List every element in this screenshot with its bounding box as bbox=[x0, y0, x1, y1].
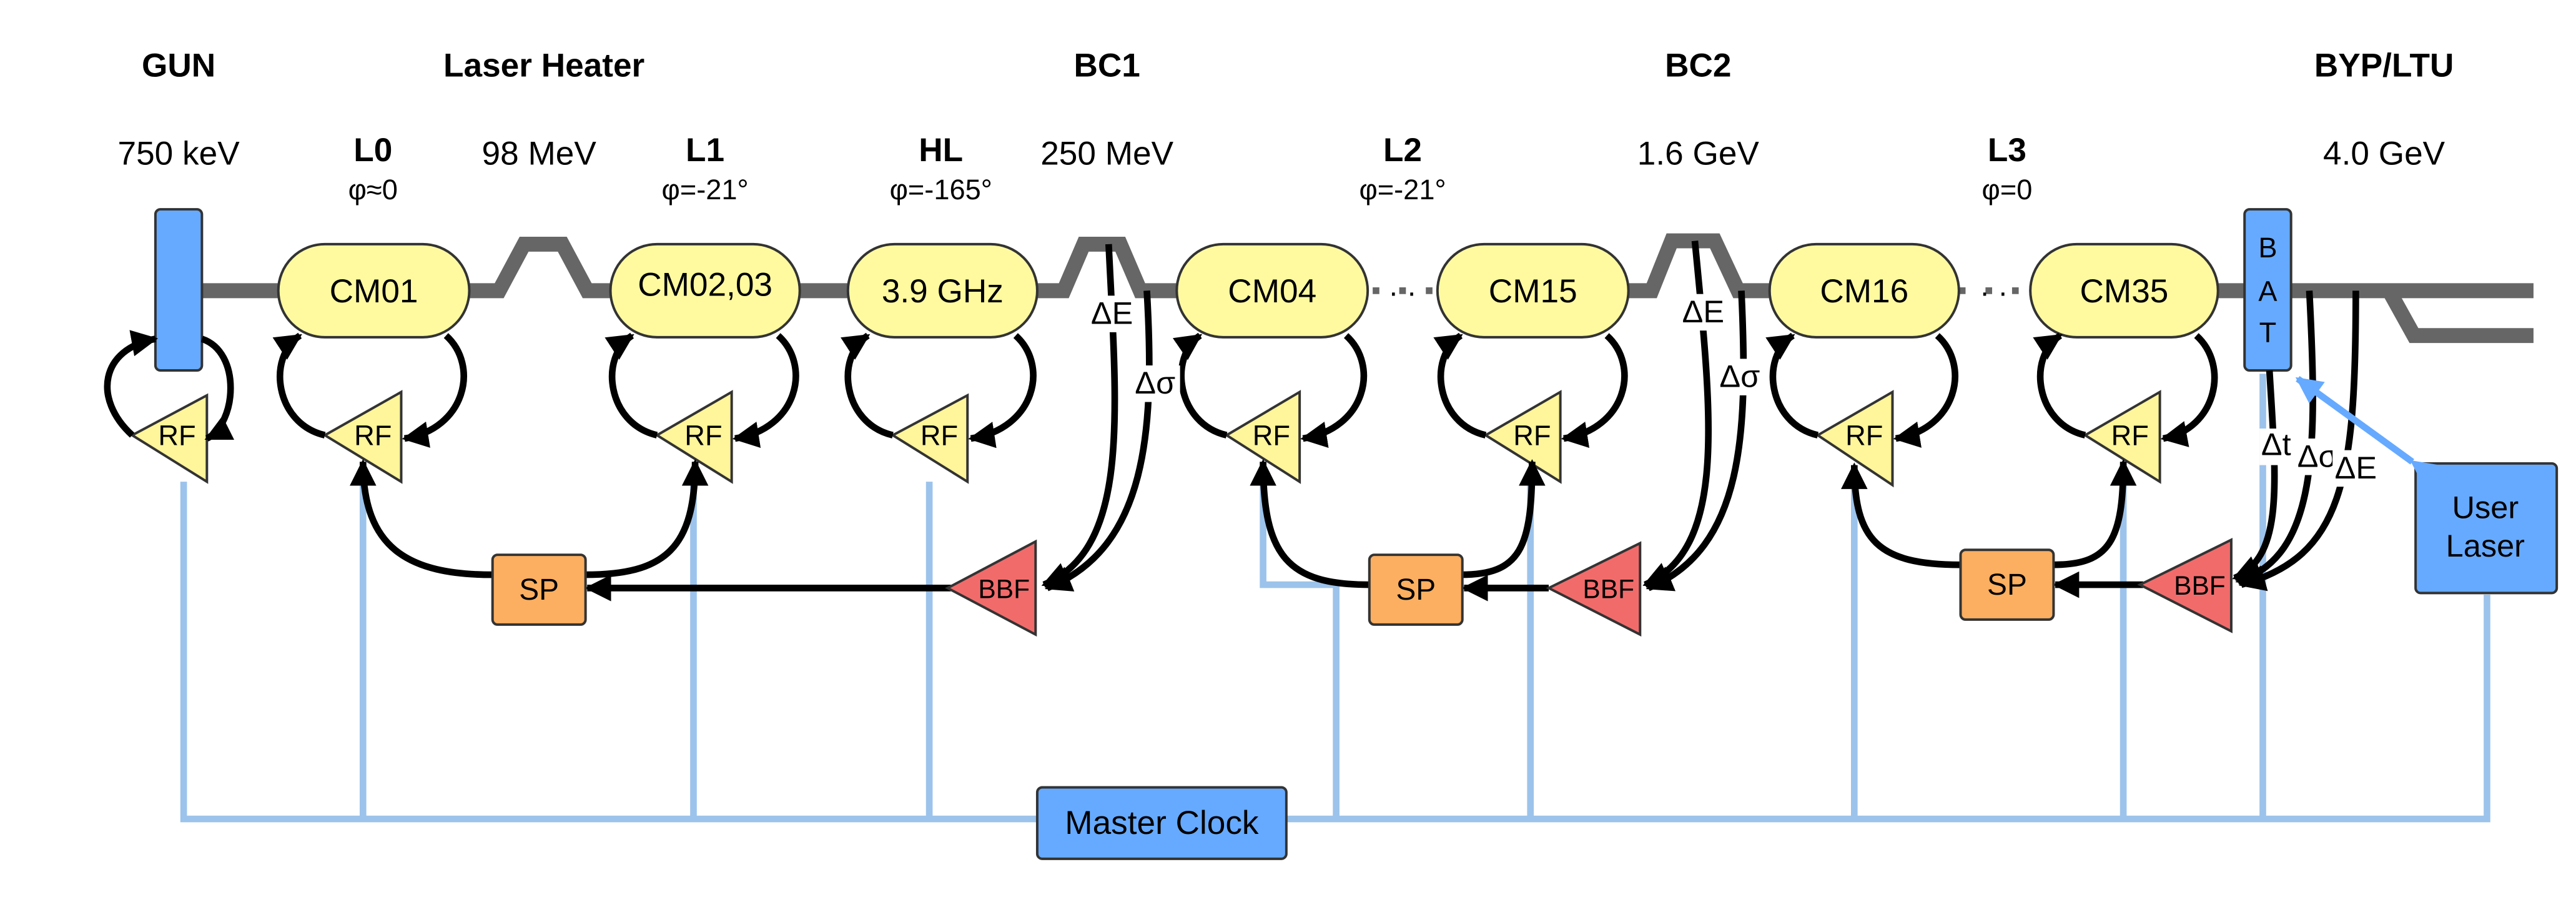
rf-loops bbox=[104, 330, 2218, 448]
bc2-delta-sigma: Δσ bbox=[1719, 359, 1760, 394]
rf-amplifier-gun: RF bbox=[129, 393, 209, 484]
sp1-label: SP bbox=[519, 573, 559, 607]
linac-l1-phase: φ=-21° bbox=[662, 174, 749, 206]
bbf-block-ltu: BBF bbox=[2137, 538, 2233, 633]
rf-amplifier-l1: RF bbox=[654, 390, 733, 484]
rf-amplifier-hl: RF bbox=[890, 393, 969, 484]
bc2-delta-e: ΔE bbox=[1682, 294, 1724, 329]
linac-l0-phase: φ≈0 bbox=[348, 174, 398, 206]
cm15-label: CM15 bbox=[1489, 273, 1577, 310]
rf-hl-label: RF bbox=[920, 420, 958, 452]
ltu-delta-e: ΔE bbox=[2335, 450, 2377, 485]
rf-cm35-label: RF bbox=[2111, 420, 2149, 452]
rf-cm04-label: RF bbox=[1253, 420, 1290, 452]
energy-lh: 98 MeV bbox=[482, 135, 597, 172]
energy-gun: 750 keV bbox=[118, 135, 240, 172]
ellipsis-l2: · · bbox=[1388, 276, 1416, 309]
gun-header: GUN bbox=[142, 47, 215, 84]
sp-block-1: SP bbox=[491, 553, 587, 626]
master-clock-box: Master Clock bbox=[1035, 786, 1288, 860]
cryomodule-cm01: CM01 bbox=[277, 242, 471, 339]
ltu-delta-t: Δt bbox=[2261, 427, 2291, 462]
bbf3-label: BBF bbox=[2174, 571, 2226, 601]
hl-label: 3.9 GHz bbox=[882, 273, 1004, 310]
linac-l0-name: L0 bbox=[353, 132, 392, 169]
bbf2-label: BBF bbox=[1582, 574, 1634, 604]
bat-monitor: B A T bbox=[2243, 208, 2292, 372]
ltu-delta-sigma: Δσ bbox=[2297, 438, 2338, 473]
clock-distribution bbox=[180, 374, 2490, 823]
sp-to-rf-links bbox=[350, 459, 2137, 588]
rf-amplifier-cm15: RF bbox=[1483, 390, 1562, 484]
rf-l0-label: RF bbox=[354, 420, 392, 452]
master-clock-label: Master Clock bbox=[1065, 805, 1259, 841]
energy-bc2: 1.6 GeV bbox=[1637, 135, 1760, 172]
bbf-block-bc2: BBF bbox=[1546, 541, 1642, 637]
user-laser-line2: Laser bbox=[2446, 528, 2525, 563]
gun-block bbox=[154, 208, 204, 372]
cryomodule-cm15: CM15 bbox=[1436, 242, 1630, 339]
user-laser-line1: User bbox=[2452, 490, 2519, 525]
sp3-label: SP bbox=[1987, 568, 2027, 602]
rf-amplifier-l0: RF bbox=[322, 390, 403, 484]
bc1-header: BC1 bbox=[1073, 47, 1140, 84]
cm35-label: CM35 bbox=[2080, 273, 2169, 310]
linac-l3-name: L3 bbox=[1988, 132, 2026, 169]
cm01-label: CM01 bbox=[330, 273, 418, 310]
bc1-delta-sigma: Δσ bbox=[1135, 365, 1175, 400]
bat-letter-b: B bbox=[2258, 232, 2277, 264]
rf-cm16-label: RF bbox=[1845, 420, 1883, 452]
energy-ltu: 4.0 GeV bbox=[2323, 135, 2445, 172]
cryomodule-cm04: CM04 bbox=[1175, 242, 1369, 339]
bbf1-label: BBF bbox=[978, 574, 1030, 604]
rf-amplifier-cm35: RF bbox=[2083, 390, 2161, 484]
rf-amplifier-cm04: RF bbox=[1224, 390, 1301, 484]
linac-l2-name: L2 bbox=[1383, 132, 1422, 169]
rf-amplifier-cm16: RF bbox=[1815, 390, 1894, 488]
rf-l1-label: RF bbox=[684, 420, 722, 452]
cm16-label: CM16 bbox=[1820, 273, 1908, 310]
sp-block-3: SP bbox=[1959, 548, 2055, 621]
cryomodule-cm16: CM16 bbox=[1768, 242, 1960, 339]
ellipsis-l3: · · bbox=[1980, 276, 2008, 309]
linac-l1-name: L1 bbox=[686, 132, 724, 169]
bat-user-laser-link bbox=[2295, 376, 2440, 487]
bat-letter-t: T bbox=[2259, 317, 2277, 349]
user-laser-box: User Laser bbox=[2414, 462, 2559, 595]
cryomodule-hl: 3.9 GHz bbox=[846, 242, 1039, 339]
cm04-label: CM04 bbox=[1228, 273, 1316, 310]
cm0203-label: CM02,03 bbox=[638, 266, 772, 303]
sp-block-2: SP bbox=[1368, 553, 1464, 626]
linac-l2-phase: φ=-21° bbox=[1359, 174, 1446, 206]
energy-bc1: 250 MeV bbox=[1040, 135, 1173, 172]
cryomodule-cm02-03: CM02,03 bbox=[609, 242, 801, 339]
rf-cm15-label: RF bbox=[1513, 420, 1551, 452]
linac-hl-phase: φ=-165° bbox=[890, 174, 992, 206]
byp-ltu-header: BYP/LTU bbox=[2314, 47, 2454, 84]
bat-letter-a: A bbox=[2258, 275, 2277, 307]
bbf-block-bc1: BBF bbox=[945, 539, 1037, 637]
bc2-header: BC2 bbox=[1665, 47, 1731, 84]
linac-l3-phase: φ=0 bbox=[1982, 174, 2033, 206]
bc1-delta-e: ΔE bbox=[1091, 295, 1133, 331]
rf-gun-label: RF bbox=[158, 420, 195, 452]
bbf-to-sp-links bbox=[585, 571, 2144, 602]
linac-hl-name: HL bbox=[919, 132, 963, 169]
sp2-label: SP bbox=[1396, 573, 1436, 607]
cryomodule-cm35: CM35 bbox=[2029, 242, 2219, 339]
laser-heater-header: Laser Heater bbox=[443, 47, 644, 84]
